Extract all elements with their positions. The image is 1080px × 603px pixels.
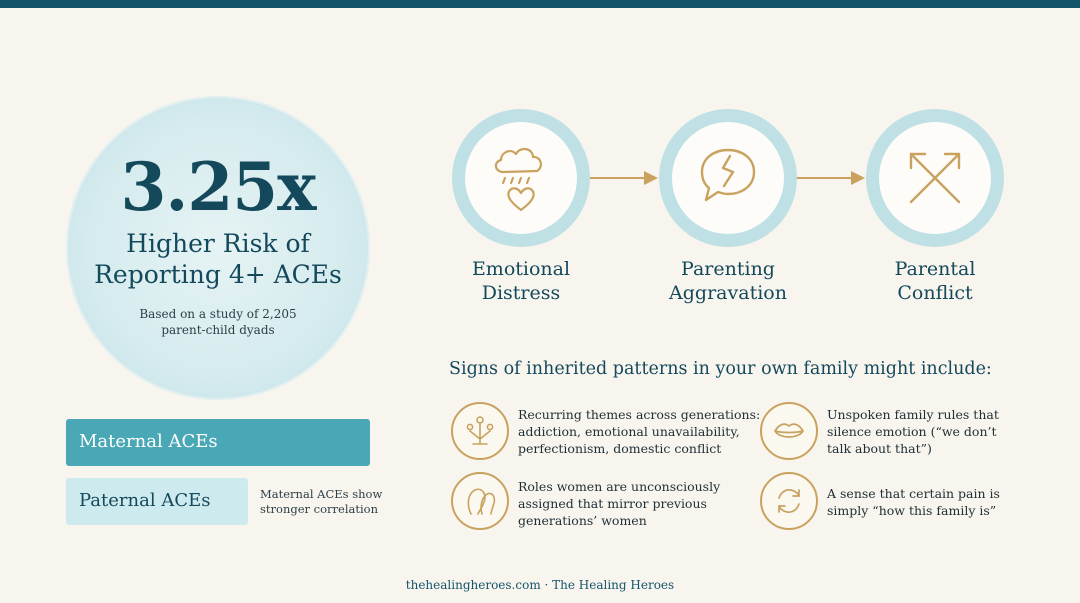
paternal-aces-bar: Paternal ACEs [66,478,248,525]
rain-cloud-heart-icon [494,147,543,212]
stage-label-line1: Emotional [471,258,571,280]
stage-emotional-distress-circle [452,109,590,247]
top-accent-bar [0,0,1080,8]
stat-circle [66,96,370,400]
sign-text-line: Roles women are unconsciously [518,479,721,494]
stat-title: Higher Risk of Reporting 4+ ACEs [66,228,370,290]
sign-icon-circle [760,472,818,530]
stat-note: Based on a study of 2,205 parent-child d… [66,306,370,338]
sign-text-line: Recurring themes across generations: [518,407,761,422]
stage-label-line2: Aggravation [669,282,787,304]
family-tree-icon [466,416,494,445]
sign-text: A sense that certain pain is simply “how… [827,485,1000,519]
sign-icon-circle [760,402,818,460]
sign-text-line: silence emotion (“we don’t [827,424,997,439]
broken-speech-bubble-icon [700,148,756,202]
stat-title-line1: Higher Risk of [126,229,310,258]
sign-text-line: generations’ women [518,513,647,528]
cycle-arrows-icon [778,488,800,514]
paternal-aces-label: Paternal ACEs [79,490,211,511]
stage-label-line2: Conflict [897,282,973,304]
sign-text: Roles women are unconsciously assigned t… [518,478,720,529]
stage-parenting-aggravation-label: Parenting Aggravation [638,257,818,305]
aces-note-line1: Maternal ACEs show [260,487,383,501]
sign-text: Recurring themes across generations: add… [518,406,760,457]
stage-label-line2: Distress [481,282,561,304]
stat-value: 3.25x [120,148,316,226]
stage-emotional-distress-label: Emotional Distress [431,257,611,305]
women-profiles-icon [467,488,496,515]
sign-icon-circle [451,472,509,530]
arrow-right-icon [797,171,865,185]
sign-text-line: assigned that mirror previous [518,496,707,511]
sign-text-line: talk about that”) [827,441,932,456]
stat-title-line2: Reporting 4+ ACEs [94,260,342,289]
sign-text: Unspoken family rules that silence emoti… [827,406,999,457]
crossed-arrows-icon [909,152,961,204]
sign-text-line: simply “how this family is” [827,503,997,518]
signs-heading: Signs of inherited patterns in your own … [449,359,992,379]
sign-text-line: perfectionism, domestic conflict [518,441,722,456]
stat-note-line2: parent-child dyads [161,323,275,337]
aces-note: Maternal ACEs show stronger correlation [260,487,390,517]
maternal-aces-label: Maternal ACEs [79,431,218,452]
stage-parental-conflict-label: Parental Conflict [845,257,1025,305]
stat-note-line1: Based on a study of 2,205 [139,307,297,321]
footer-credit: thehealingheroes.com · The Healing Heroe… [405,578,675,592]
sign-text-line: addiction, emotional unavailability, [518,424,740,439]
stage-label-line1: Parental [894,258,976,280]
sign-text-line: A sense that certain pain is [827,486,1000,501]
sign-icon-circle [451,402,509,460]
sign-text-line: Unspoken family rules that [827,407,999,422]
maternal-aces-bar: Maternal ACEs [66,419,370,466]
stage-label-line1: Parenting [681,258,775,280]
stage-parental-conflict-circle [866,109,1004,247]
arrow-right-icon [590,171,658,185]
aces-note-line2: stronger correlation [260,502,378,516]
stage-parenting-aggravation-circle [659,109,797,247]
lips-icon [774,423,804,438]
